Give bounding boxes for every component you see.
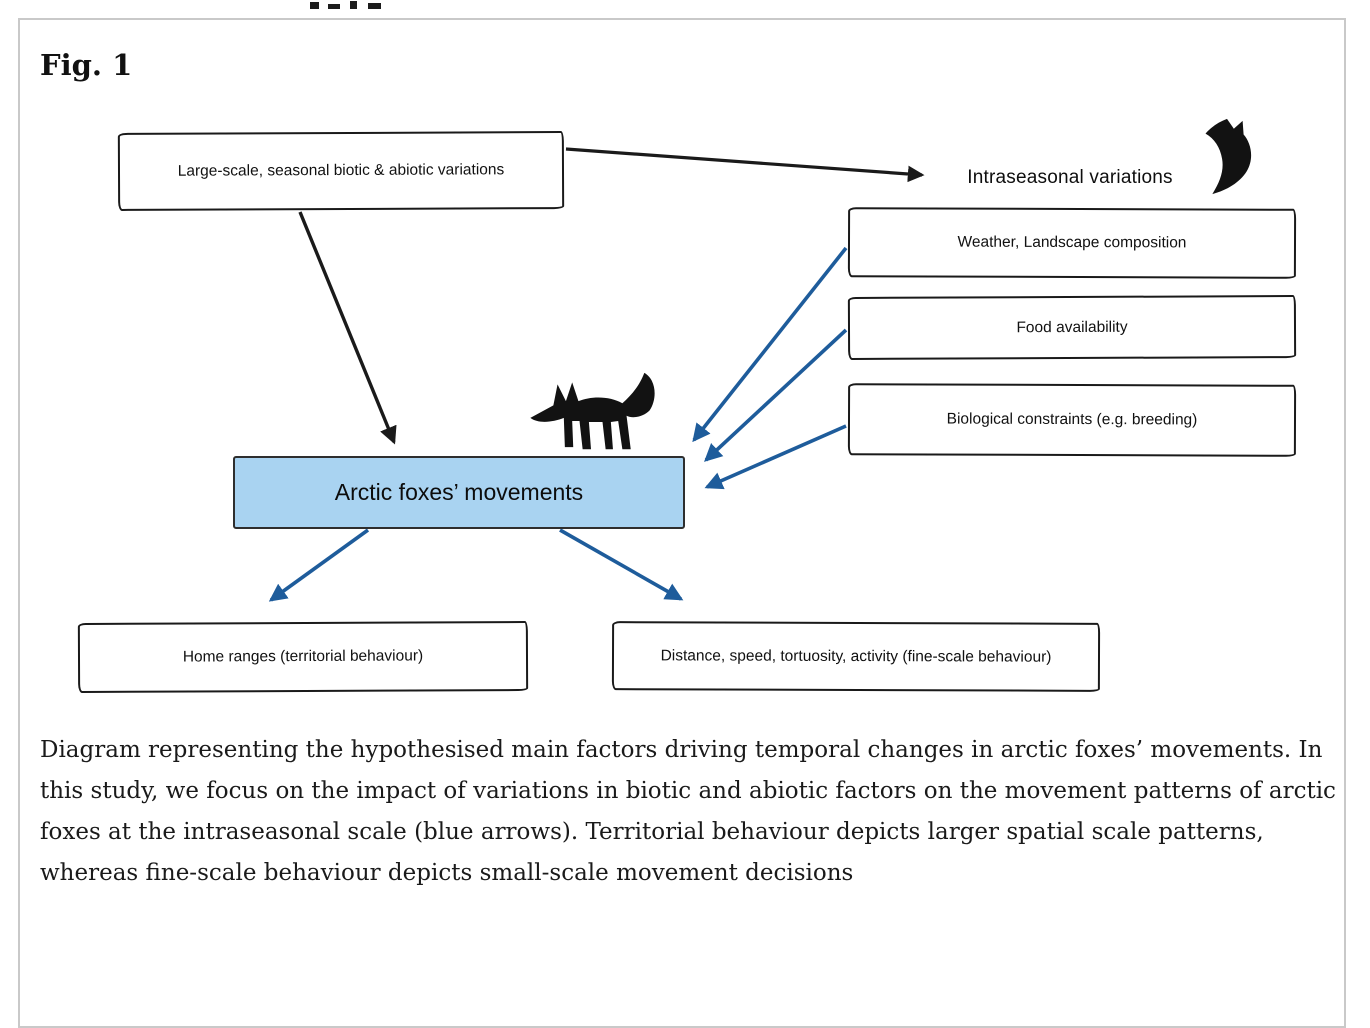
artifact-mark — [328, 4, 340, 9]
node-home-ranges: Home ranges (territorial behaviour) — [77, 621, 529, 693]
node-large-scale-variations: Large-scale, seasonal biotic & abiotic v… — [117, 131, 565, 211]
node-weather-landscape: Weather, Landscape composition — [847, 207, 1297, 279]
artifact-mark — [350, 1, 357, 9]
cropped-text-artifact — [306, 0, 406, 9]
node-intraseasonal-variations: Intraseasonal variations — [967, 167, 1173, 188]
node-arctic-foxes-movements: Arctic foxes’ movements — [233, 456, 685, 529]
page: Fig. 1 Large-scale, seasonal biotic & ab… — [18, 0, 1346, 1028]
node-fine-scale-behaviour: Distance, speed, tortuosity, activity (f… — [611, 621, 1101, 692]
artifact-mark — [368, 3, 381, 9]
artifact-mark — [310, 2, 319, 9]
figure-caption: Diagram representing the hypothesised ma… — [40, 737, 1336, 886]
node-biological-constraints: Biological constraints (e.g. breeding) — [847, 383, 1297, 457]
node-food-availability: Food availability — [847, 295, 1297, 360]
fox-curled-icon — [1205, 118, 1252, 195]
figure-label: Fig. 1 — [40, 48, 133, 82]
fox-standing-icon — [530, 372, 655, 450]
